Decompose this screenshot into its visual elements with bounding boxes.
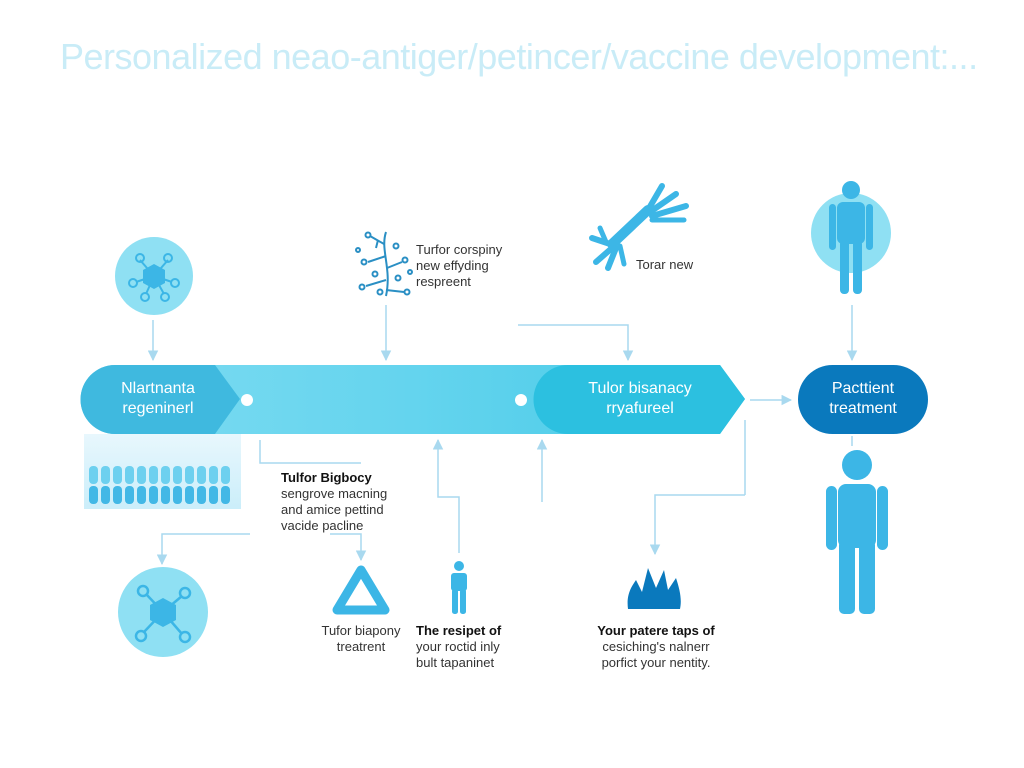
- band-node: [515, 394, 527, 406]
- patere-label: Your patere taps of cesiching's nalnerr …: [597, 623, 715, 670]
- cell-array-icon: [84, 434, 241, 509]
- hand-icon: [589, 183, 689, 271]
- patient-treatment-label: Pacttient treatment: [829, 380, 897, 417]
- flame-icon: [627, 568, 681, 609]
- hand-label: Torar new: [636, 257, 694, 272]
- band-left-segment: [80, 365, 241, 434]
- branching-tree-icon: [355, 231, 413, 297]
- molecule-icon: [118, 567, 208, 657]
- triangle-icon: [332, 565, 390, 615]
- molecule-icon: [115, 237, 193, 315]
- process-band: [80, 365, 746, 434]
- person-icon: [811, 181, 891, 294]
- band-left-label: Nlartnanta regeninerl: [121, 380, 195, 417]
- page-title: Personalized neao-antiger/petincer/vacci…: [60, 36, 978, 77]
- biopsy-label: Tulfor Bigbocy sengrove macning and amic…: [281, 470, 388, 533]
- treatment-label: Tufor biapony treatrent: [321, 623, 401, 654]
- connector-arrows: [147, 305, 858, 566]
- band-right-segment: [533, 365, 745, 434]
- band-node: [241, 394, 253, 406]
- person-icon: [451, 561, 467, 614]
- respect-label: The resipet of your roctid inly bult tap…: [416, 623, 502, 670]
- person-icon: [826, 450, 888, 614]
- band-mid-label: Tulor bisanacy rryafureel: [588, 380, 692, 417]
- tree-label: Turfor corspiny new effyding respreent: [416, 242, 503, 289]
- patient-treatment-pill: [798, 365, 928, 434]
